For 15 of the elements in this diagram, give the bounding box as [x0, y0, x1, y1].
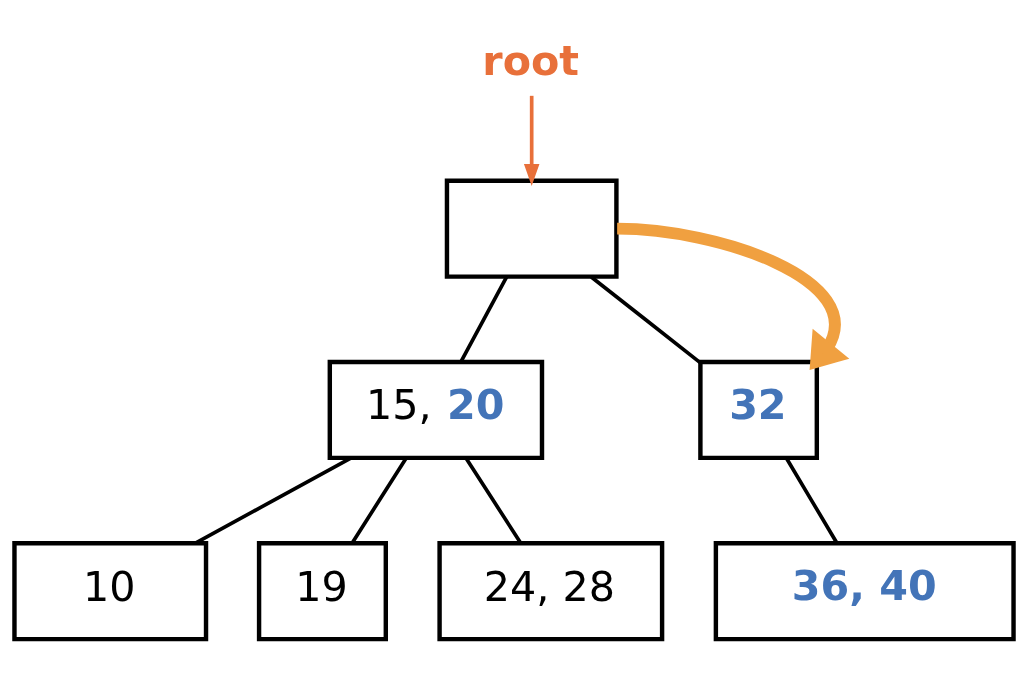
node-box — [444, 178, 619, 279]
node-box: 19 — [256, 540, 388, 641]
node-text: root — [482, 36, 580, 85]
node-box: 15, 20 — [327, 359, 545, 460]
arrow — [523, 95, 540, 186]
connector — [784, 456, 839, 544]
arrow — [616, 222, 850, 370]
connector — [350, 456, 408, 544]
node-box: 24, 28 — [437, 540, 665, 641]
node-box: 10 — [12, 540, 209, 641]
node-box: 32 — [698, 359, 820, 460]
connector — [459, 275, 509, 363]
node-box: 36, 40 — [713, 540, 1016, 641]
connector — [590, 275, 702, 364]
connector — [464, 456, 523, 544]
